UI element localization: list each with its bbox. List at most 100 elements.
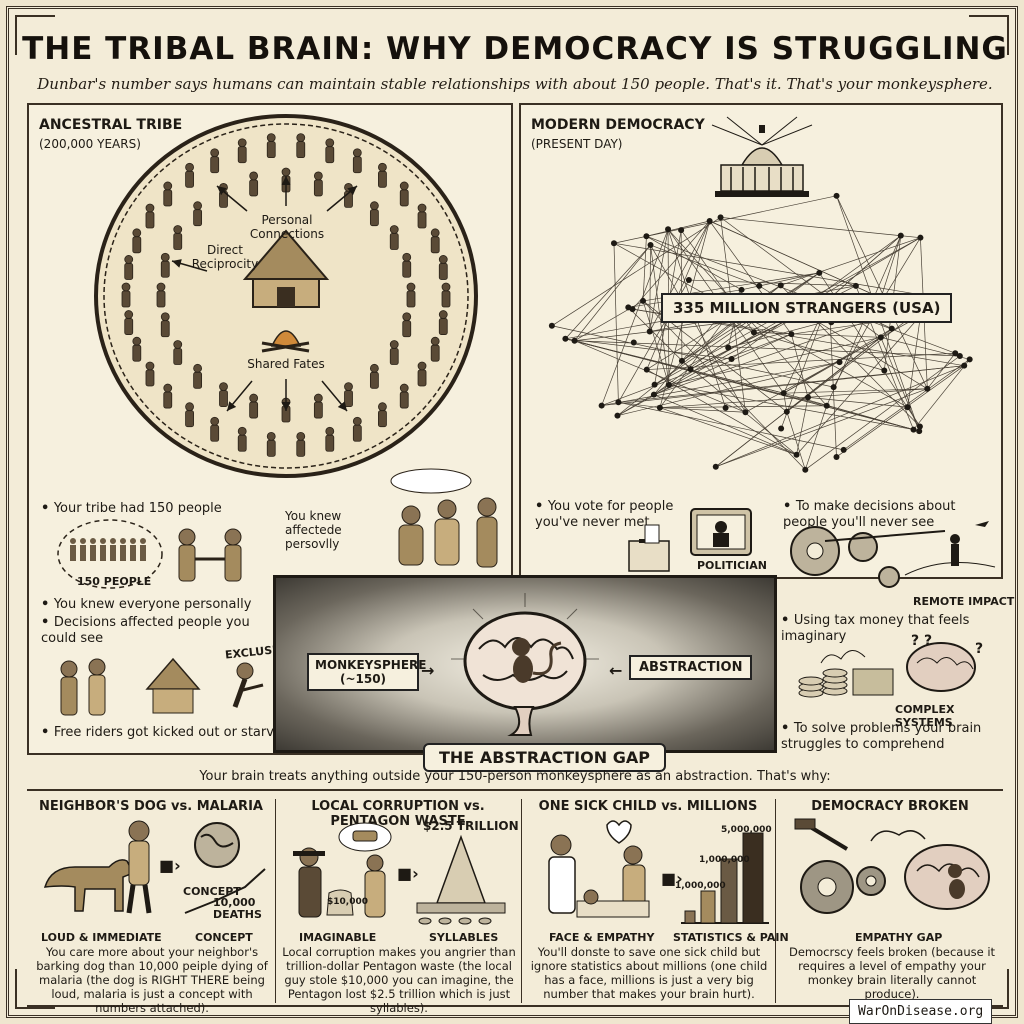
tribe-member-head [185,402,194,412]
network-node [614,412,621,419]
monkeysphere-label: MONKEYSPHERE (~150) [307,653,427,691]
network-link [681,360,797,456]
network-link [668,384,914,430]
tribe-member-body [173,233,183,250]
arrow-right-icon: → [421,661,435,680]
democracy-panel: MODERN DEMOCRACY (PRESENT DAY) 335 MILLI… [519,103,1003,579]
mini-person-body [130,545,136,561]
tribe-member-body [132,344,142,362]
network-link [613,242,937,298]
network-node [904,404,911,411]
tribe-member-head [402,312,412,322]
network-node [897,232,904,239]
col1-right-label: CONCEPT [195,931,253,944]
tribe-member-head [389,340,399,349]
tribe-member-body [249,179,259,197]
tribe-member-head [378,402,387,412]
network-node [728,356,735,363]
mini-person-body [100,545,106,561]
tribe-member-head [352,148,362,158]
network-link [551,325,834,388]
mini-person-head [110,538,116,544]
brand-watermark[interactable]: WarOnDisease.org [849,999,993,1024]
dog-man-illustration: ■› [43,820,266,914]
tribe-member-head [124,255,134,264]
tribe-member-head [163,181,173,191]
network-node [783,408,790,415]
monkeysphere-text: MONKEYSPHERE (~150) [315,658,427,686]
network-link [551,217,721,327]
tribe-member-head [378,162,387,172]
tribe-member-body [145,369,155,387]
exclusion-illustration [60,657,264,716]
network-node [738,286,745,293]
tribe-member-head [219,183,228,192]
network-node [717,214,724,221]
tribe-era: (200,000 YEARS) [39,137,141,151]
tribe-member-body [237,146,247,164]
abstraction-label: ABSTRACTION [629,655,753,680]
network-node [678,227,685,234]
network-node [952,350,959,357]
network-node [630,339,637,346]
network-node [840,446,847,453]
tribe-member-head [185,162,194,172]
network-link [720,217,921,239]
tribe-member-body [378,170,387,188]
tribe-member-body [266,141,276,159]
network-node [678,357,685,364]
corner-ornament-tl [15,15,55,55]
tribe-member-body [124,263,134,280]
network-link [791,334,809,398]
divider-2 [521,799,522,1003]
tribe-member-head [145,203,155,213]
tribe-member-body [352,424,362,442]
tribe-member-head [132,336,142,346]
strangers-label: 335 MILLION STRANGERS (USA) [661,293,953,323]
tribe-member-body [441,290,451,308]
tribe-member-head [249,393,259,403]
tribe-member-head [417,203,427,213]
network-node [598,402,605,409]
network-node [562,335,569,342]
tribe-member-body [406,290,416,308]
tribe-knew-affected: You knew affectede persovlly [285,509,342,551]
tribe-member-head [441,282,451,292]
tribe-member-body [369,209,379,227]
democracy-bullet-tax: Using tax money that feels imaginary [781,613,1015,645]
strangers-network [548,192,973,473]
col4-title: DEMOCRACY BROKEN [811,799,969,814]
tribe-member-head [160,252,170,262]
mini-person-body [90,545,96,561]
tribe-member-head [399,181,409,191]
mini-person-head [140,538,146,544]
tribe-member-body [313,179,323,197]
tribe-member-head [281,167,291,177]
tribe-member-body [417,369,427,387]
statistics-bar-chart [681,832,769,924]
network-node [777,282,784,289]
network-link [601,365,965,406]
col3-right-label: STATISTICS & PAIN [673,931,789,944]
network-node [780,390,787,397]
tribe-member-body [163,391,173,409]
network-link [668,336,881,386]
tribe-member-body [219,390,228,407]
network-link [649,245,651,332]
arrow-col3-icon: ■› [661,869,683,888]
tribe-member-head [210,148,220,158]
tribe-member-body [389,348,399,365]
network-link [804,405,828,470]
network-node [640,297,647,304]
svg-text:■›: ■› [397,864,419,883]
mini-person-body [70,545,76,561]
svg-text:■›: ■› [159,856,181,875]
network-link [659,388,928,409]
tribe-member-head [389,225,399,234]
tribe-member-body [237,434,247,452]
label-shared-fates: Shared Fates [247,357,325,371]
tribe-member-body [266,439,276,457]
tribe-member-body [124,318,134,335]
network-node [651,381,658,388]
page-subtitle: Dunbar's number says humans can maintain… [37,75,993,93]
